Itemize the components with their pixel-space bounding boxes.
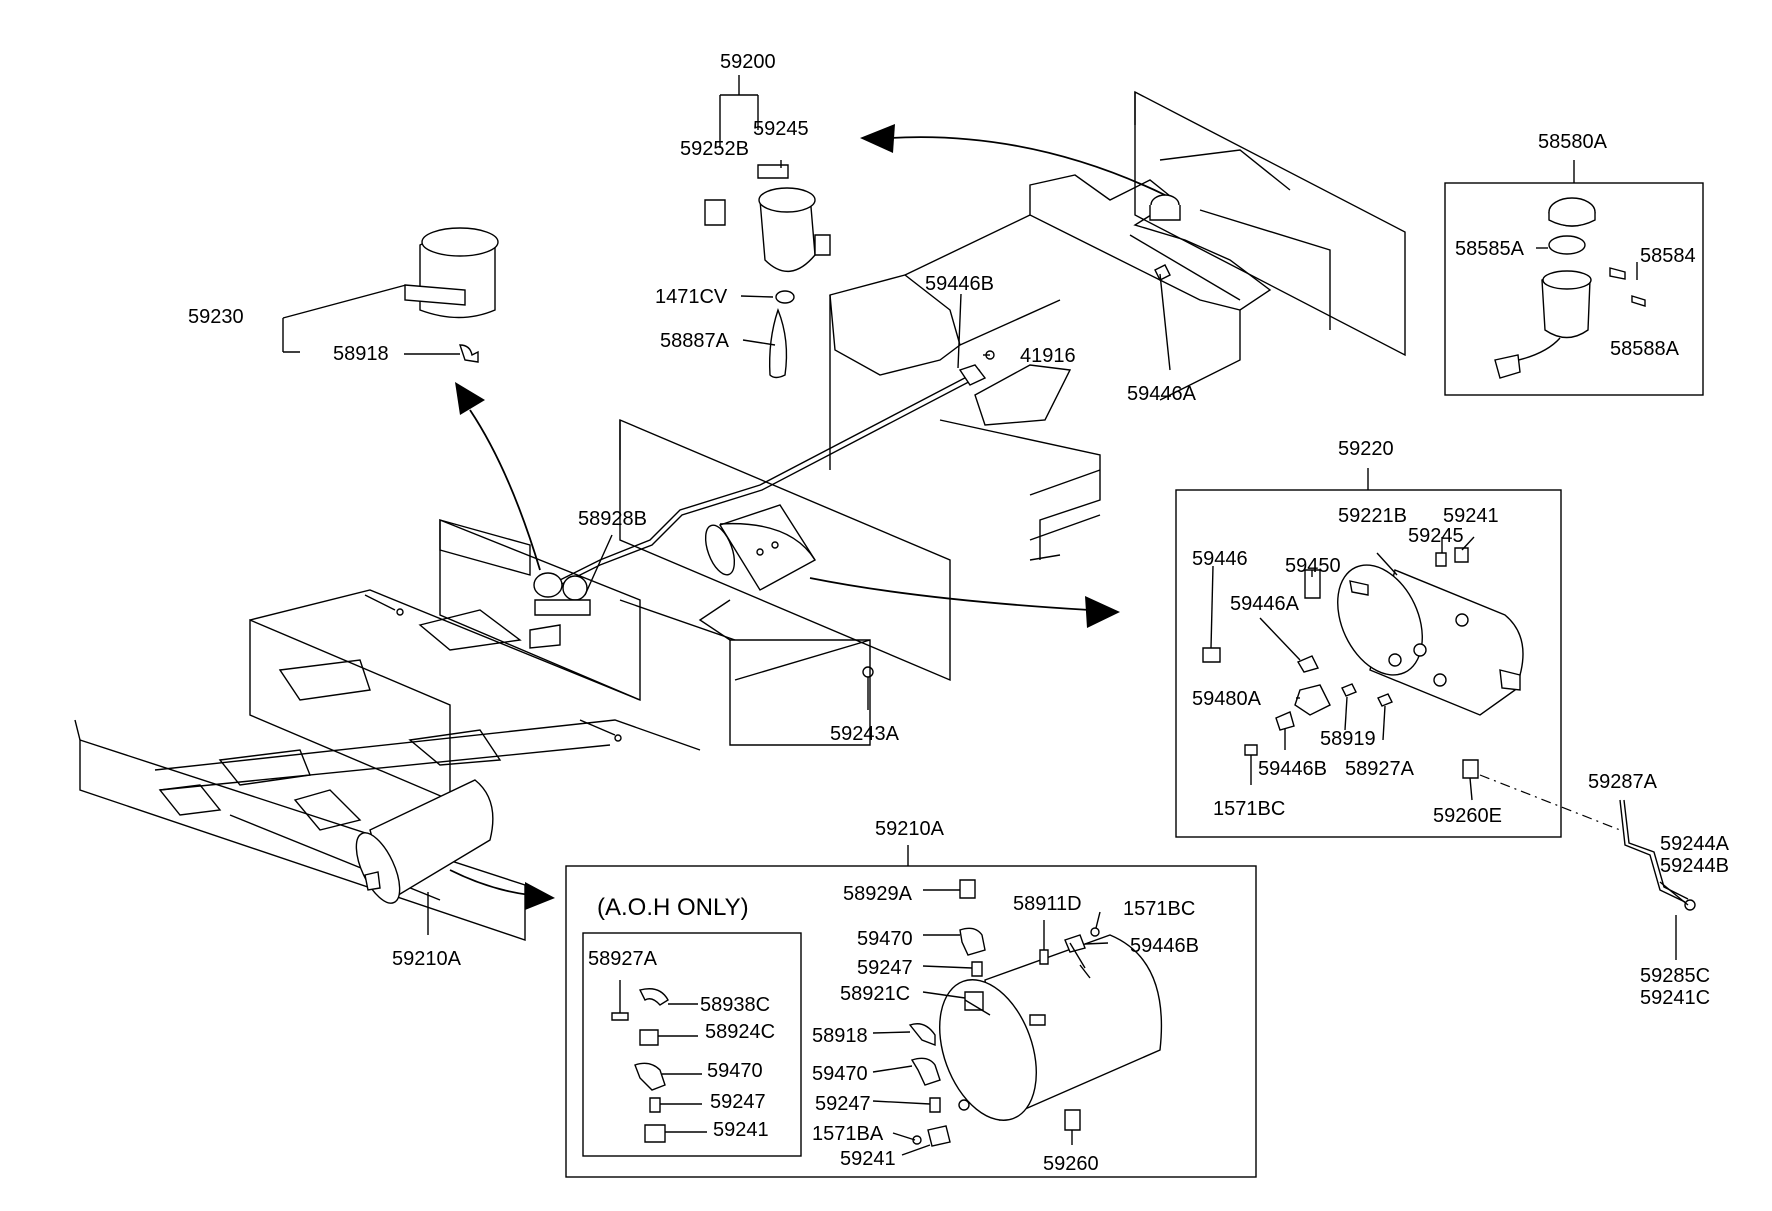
label-59446A-frame: 59446A (1127, 383, 1197, 405)
label-59446A-r: 59446A (1230, 593, 1300, 615)
label-58938C: 58938C (700, 994, 770, 1016)
label-59260: 59260 (1043, 1153, 1099, 1175)
label-59241-aoh: 59241 (713, 1119, 769, 1141)
label-59245-top: 59245 (753, 118, 809, 140)
leader-lines (427, 273, 1171, 935)
label-58924C: 58924C (705, 1021, 775, 1043)
callout-arrows (449, 124, 1166, 910)
label-58584: 58584 (1640, 245, 1696, 267)
label-1471CV: 1471CV (655, 286, 728, 308)
label-1571BA: 1571BA (812, 1123, 884, 1145)
label-58887A: 58887A (660, 330, 730, 352)
label-58927A-aoh: 58927A (588, 948, 658, 970)
label-59220: 59220 (1338, 438, 1394, 460)
label-59210A-frame: 59210A (392, 948, 462, 970)
label-59446B-b: 59446B (1130, 935, 1199, 957)
label-59260E: 59260E (1433, 805, 1502, 827)
label-59470-a: 59470 (857, 928, 913, 950)
label-59446-r: 59446 (1192, 548, 1248, 570)
label-59210A-box: 59210A (875, 818, 945, 840)
label-59285C: 59285C (1640, 965, 1710, 987)
label-59446B-frame: 59446B (925, 273, 994, 295)
label-59245-r: 59245 (1408, 525, 1464, 547)
label-59450: 59450 (1285, 555, 1341, 577)
label-58928B: 58928B (578, 508, 647, 530)
label-58919: 58919 (1320, 728, 1376, 750)
label-59287A: 59287A (1588, 771, 1658, 793)
label-58929A: 58929A (843, 883, 913, 905)
reservoir-box-58580A (1444, 160, 1704, 396)
aoh-only-title: (A.O.H ONLY) (597, 894, 749, 921)
label-59470-b: 59470 (812, 1063, 868, 1085)
label-59244B: 59244B (1660, 855, 1729, 877)
label-59241C: 59241C (1640, 987, 1710, 1009)
label-58588A: 58588A (1610, 338, 1680, 360)
label-58918-b: 58918 (812, 1025, 868, 1047)
label-59247-aoh: 59247 (710, 1091, 766, 1113)
label-59244A: 59244A (1660, 833, 1730, 855)
label-59446B-r: 59446B (1258, 758, 1327, 780)
label-59252B: 59252B (680, 138, 749, 160)
label-41916: 41916 (1020, 345, 1076, 367)
label-1571BC-r: 1571BC (1213, 798, 1285, 820)
label-59221B: 59221B (1338, 505, 1407, 527)
label-58927A-r: 58927A (1345, 758, 1415, 780)
label-59243A: 59243A (830, 723, 900, 745)
label-59247-b: 59247 (815, 1093, 871, 1115)
label-1571BC-b: 1571BC (1123, 898, 1195, 920)
label-59247-a: 59247 (857, 957, 913, 979)
chassis-frame (74, 90, 1406, 941)
label-59200: 59200 (720, 51, 776, 73)
dryer-59230 (282, 227, 499, 363)
label-58921C: 58921C (840, 983, 910, 1005)
part-labels: 59200 59245 59252B 1471CV 58887A 59230 5… (188, 51, 1730, 1175)
pipe-59287A (1619, 799, 1696, 960)
label-59480A: 59480A (1192, 688, 1262, 710)
label-58580A: 58580A (1538, 131, 1608, 153)
rear-tank-box-59210A (565, 845, 1257, 1178)
label-58585A: 58585A (1455, 238, 1525, 260)
label-59241-r: 59241 (1443, 505, 1499, 527)
label-58918-top: 58918 (333, 343, 389, 365)
tank-box-59220 (1175, 468, 1621, 838)
label-59241-b: 59241 (840, 1148, 896, 1170)
frame-components (355, 194, 1181, 904)
label-59230: 59230 (188, 306, 244, 328)
dryer-assembly-59200 (704, 75, 831, 379)
brake-line (559, 369, 983, 586)
label-58911D: 58911D (1013, 893, 1082, 915)
label-59470-aoh: 59470 (707, 1060, 763, 1082)
